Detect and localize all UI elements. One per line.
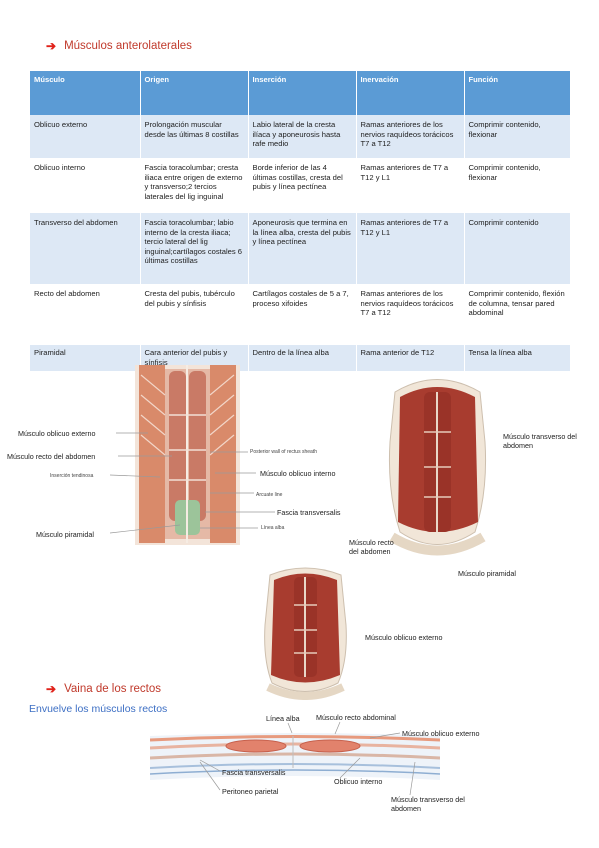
section-title: Vaina de los rectos [64, 683, 162, 695]
table-cell: Prolongación muscular desde las últimas … [140, 115, 249, 158]
column-header: Inserción [248, 71, 357, 115]
column-header: Músculo [30, 71, 141, 115]
arrow-right-icon: ➔ [46, 39, 57, 53]
table-cell: Cartílagos costales de 5 a 7, proceso xi… [248, 284, 357, 345]
label-linea-alba: Línea alba [261, 525, 285, 531]
table-cell: Cresta del pubis, tubérculo del pubis y … [140, 284, 249, 345]
label-posterior-wall: Posterior wall of rectus sheath [250, 449, 317, 455]
label-arcuate: Arcuate line [256, 492, 283, 498]
table-row: Piramidal Cara anterior del pubis y sínf… [30, 345, 571, 371]
table-cell: Recto del abdomen [30, 284, 141, 345]
table-row: Oblicuo interno Fascia toracolumbar; cre… [30, 158, 571, 213]
section-heading-anterolaterales: ➔ Músculos anterolaterales [46, 39, 192, 53]
table-cell: Labio lateral de la cresta ilíaca y apon… [248, 115, 357, 158]
abdominal-wall-illustration [135, 365, 240, 545]
figure1-leader-lines [109, 432, 275, 534]
table-cell: Ramas anteriores de los nervios raquídeo… [356, 284, 465, 345]
table-header-row: Músculo Origen Inserción Inervación Func… [30, 71, 571, 115]
section-subtitle: Envuelve los músculos rectos [29, 703, 168, 715]
table-row: Transverso del abdomen Fascia toracolumb… [30, 213, 571, 284]
label-recto: Músculo recto del abdomen [7, 452, 96, 461]
table-cell: Ramas anteriores de T7 a T12 y L1 [356, 213, 465, 284]
label-piramidal-torso: Músculo piramidal [458, 569, 516, 578]
table-cell: Rama anterior de T12 [356, 345, 465, 371]
label-transverso-section: Músculo transverso del abdomen [391, 795, 465, 813]
table-cell: Comprimir contenido, flexionar [464, 158, 571, 213]
label-oblicuo-externo-section: Músculo oblicuo externo [402, 729, 480, 738]
table-cell: Comprimir contenido, flexión de columna,… [464, 284, 571, 345]
label-oblicuo-interno-section: Oblicuo interno [334, 777, 383, 786]
torso-transverso-illustration [388, 379, 487, 556]
table-cell: Tensa la línea alba [464, 345, 571, 371]
figure3-leader-lines [199, 721, 416, 796]
table-cell: Dentro de la línea alba [248, 345, 357, 371]
table-cell: Ramas anteriores de T7 a T12 y L1 [356, 158, 465, 213]
rectus-sheath-cross-section [150, 733, 440, 780]
section-title: Músculos anterolaterales [64, 40, 192, 52]
table-cell: Transverso del abdomen [30, 213, 141, 284]
table-cell: Aponeurosis que termina en la línea alba… [248, 213, 357, 284]
label-recto-torso: Músculo recto del abdomen [349, 538, 394, 556]
muscles-table: Músculo Origen Inserción Inervación Func… [30, 71, 571, 371]
label-transverso: Músculo transverso del abdomen [503, 432, 577, 450]
table-row: Oblicuo externo Prolongación muscular de… [30, 115, 571, 158]
table-cell: Oblicuo interno [30, 158, 141, 213]
label-oblicuo-externo: Músculo oblicuo externo [18, 429, 96, 438]
arrow-right-icon: ➔ [46, 682, 57, 696]
label-recto-abdominal: Músculo recto abdominal [316, 713, 396, 722]
label-peritoneo: Peritoneo parietal [222, 787, 279, 796]
table-cell: Fascia toracolumbar; labio interno de la… [140, 213, 249, 284]
section-heading-vaina: ➔ Vaina de los rectos [46, 682, 161, 696]
label-piramidal: Músculo piramidal [36, 530, 94, 539]
label-oblicuo-externo-torso: Músculo oblicuo externo [365, 633, 443, 642]
label-linea-alba-section: Línea alba [266, 714, 300, 723]
torso-oblicuo-externo-illustration [264, 567, 347, 700]
table-cell: Comprimir contenido, flexionar [464, 115, 571, 158]
column-header: Inervación [356, 71, 465, 115]
table-cell: Comprimir contenido [464, 213, 571, 284]
column-header: Origen [140, 71, 249, 115]
label-fascia: Fascia transversalis [277, 508, 341, 517]
label-fascia-section: Fascia transversalis [222, 768, 286, 777]
label-oblicuo-interno: Músculo oblicuo interno [260, 469, 336, 478]
table-row: Recto del abdomen Cresta del pubis, tubé… [30, 284, 571, 345]
table-cell: Ramas anteriores de los nervios raquídeo… [356, 115, 465, 158]
table-cell: Borde inferior de las 4 últimas costilla… [248, 158, 357, 213]
table-cell: Piramidal [30, 345, 141, 371]
column-header: Función [464, 71, 571, 115]
table-cell: Fascia toracolumbar; cresta iliaca entre… [140, 158, 249, 213]
label-insercion: Inserción tendinosa [50, 473, 94, 479]
table-cell: Oblicuo externo [30, 115, 141, 158]
